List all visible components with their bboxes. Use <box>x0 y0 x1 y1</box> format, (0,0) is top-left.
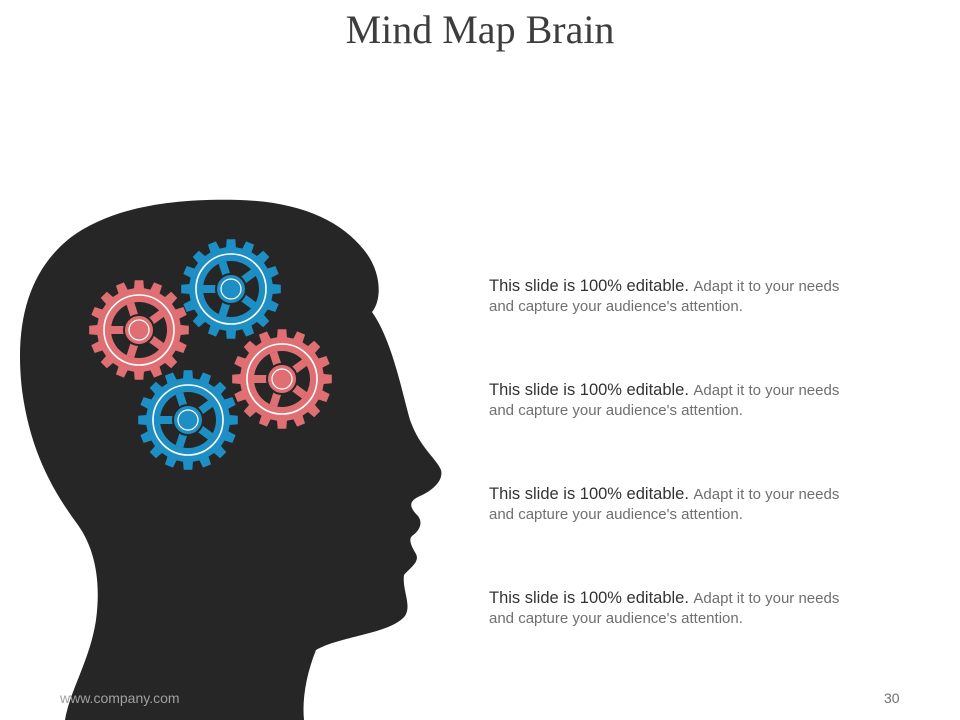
text-item-rest: Adapt it to your needs <box>693 486 840 503</box>
gear-cap <box>271 368 293 390</box>
text-item-lead: This slide is 100% editable. <box>489 381 689 399</box>
text-item-3: This slide is 100% editable. Adapt it to… <box>489 484 929 525</box>
gear-red-right <box>232 329 332 429</box>
text-item-4: This slide is 100% editable. Adapt it to… <box>489 588 929 629</box>
gear-ring <box>152 384 224 456</box>
gear-ring <box>103 294 175 366</box>
text-item-rest-line2: and capture your audience's attention. <box>489 610 743 627</box>
footer-url: www.company.com <box>60 690 180 706</box>
page-number: 30 <box>884 690 900 706</box>
text-item-rest: Adapt it to your needs <box>693 382 840 399</box>
text-item-lead: This slide is 100% editable. <box>489 589 689 607</box>
text-item-lead: This slide is 100% editable. <box>489 277 689 295</box>
gear-cap <box>177 409 199 431</box>
gear-cap <box>220 278 242 300</box>
gear-blue-bottom <box>138 370 238 470</box>
text-item-rest: Adapt it to your needs <box>693 590 840 607</box>
slide-title: Mind Map Brain <box>345 7 615 52</box>
gear-ring <box>195 253 267 325</box>
gear-ring <box>246 343 318 415</box>
text-item-rest: Adapt it to your needs <box>693 278 840 295</box>
text-item-1: This slide is 100% editable. Adapt it to… <box>489 276 929 317</box>
text-item-rest-line2: and capture your audience's attention. <box>489 298 743 315</box>
text-item-rest-line2: and capture your audience's attention. <box>489 506 743 523</box>
gear-red-left <box>89 280 189 380</box>
text-item-lead: This slide is 100% editable. <box>489 485 689 503</box>
text-item-2: This slide is 100% editable. Adapt it to… <box>489 380 929 421</box>
gear-blue-top <box>181 239 281 339</box>
gear-cap <box>128 319 150 341</box>
text-item-rest-line2: and capture your audience's attention. <box>489 402 743 419</box>
